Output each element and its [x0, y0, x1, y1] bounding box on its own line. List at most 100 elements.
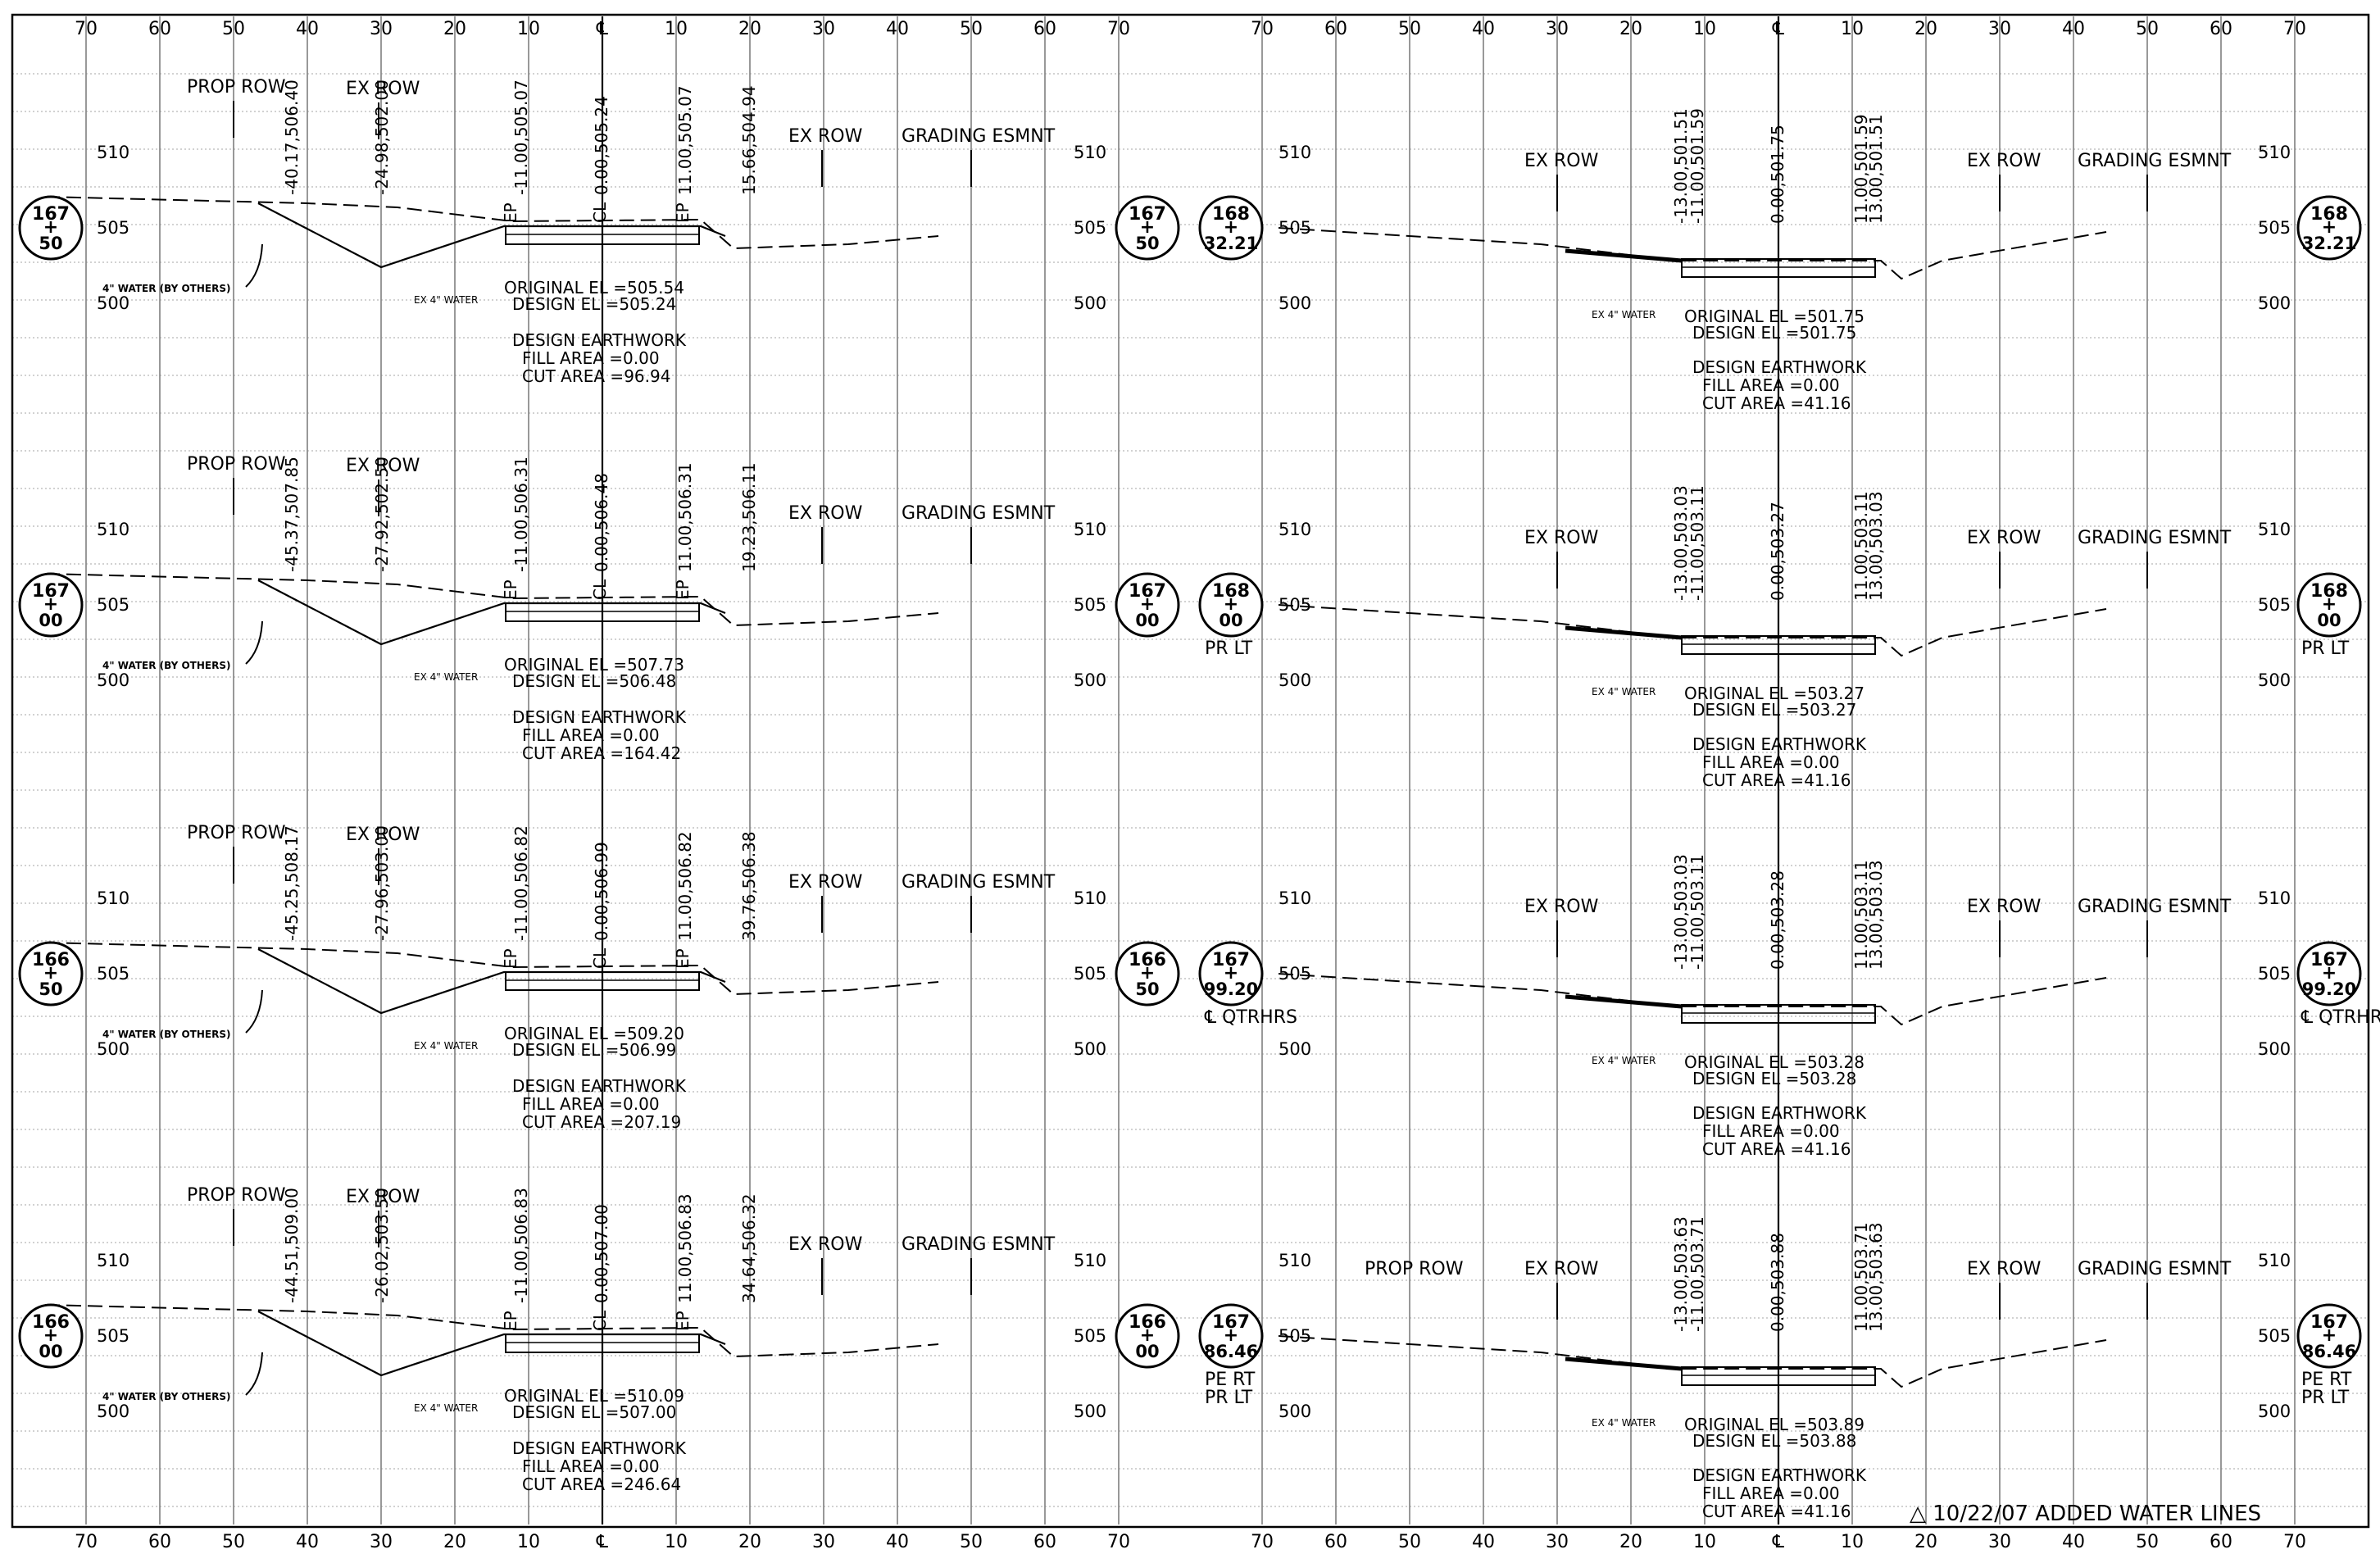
- left-axis-tick-bottom: 50: [960, 1532, 983, 1552]
- station-bottom: 00: [1135, 1342, 1159, 1361]
- left-axis-tick-top: 30: [370, 19, 393, 39]
- station-bottom: 86.46: [2302, 1342, 2356, 1361]
- station-plus: +: [1224, 963, 1238, 984]
- ex-row-label-right: EX ROW: [1967, 897, 2042, 917]
- fill-area: FILL AREA =0.00: [1702, 1121, 1840, 1141]
- water-note: 4" WATER (BY OTHERS): [102, 660, 230, 671]
- station-top: 167: [32, 581, 70, 602]
- offset-label: 39.76,506.38: [739, 831, 759, 941]
- elevation-label: 510: [1074, 143, 1106, 162]
- offset-label: 19.23,506.11: [739, 462, 759, 572]
- grading-esmnt-label: GRADING ESMNT: [902, 1234, 1056, 1255]
- station-plus: +: [1140, 217, 1155, 238]
- ex-row-label: EX ROW: [346, 79, 420, 99]
- station-bottom: 50: [1135, 234, 1159, 253]
- station-bubble-right-mirror: 168+32.21: [2296, 195, 2362, 261]
- original-el: ORIGINAL EL =503.27: [1684, 684, 1864, 703]
- grading-esmnt-label: GRADING ESMNT: [2078, 897, 2232, 917]
- station-bubble-right-mirror: 167+86.46: [2296, 1303, 2362, 1369]
- grading-esmnt-label: GRADING ESMNT: [902, 503, 1056, 524]
- grading-esmnt-label: GRADING ESMNT: [2078, 528, 2232, 548]
- ex-row-label: EX ROW: [1524, 897, 1599, 917]
- grading-esmnt-label: GRADING ESMNT: [2078, 151, 2232, 171]
- left-axis-tick-bottom: 30: [370, 1532, 393, 1552]
- elevation-label: 505: [97, 595, 129, 615]
- earthwork-title: DESIGN EARTHWORK: [1692, 1465, 1867, 1485]
- offset-label: -11.00,503.11: [1687, 485, 1707, 601]
- right-axis-tick-top: 10: [1841, 19, 1864, 39]
- station-plus: +: [2322, 1325, 2337, 1346]
- station-bottom: 00: [39, 1342, 62, 1361]
- elevation-label: 510: [2258, 520, 2291, 539]
- right-axis-tick-bottom: 30: [1546, 1532, 1569, 1552]
- offset-label: -11.00,505.07: [511, 80, 531, 195]
- original-el: ORIGINAL EL =510.09: [504, 1386, 684, 1406]
- cut-area: CUT AREA =41.16: [1702, 1502, 1851, 1521]
- original-ground-line: [44, 942, 939, 996]
- offset-label: 11.00,503.11: [1851, 491, 1871, 601]
- cut-area: CUT AREA =96.94: [522, 366, 670, 386]
- revision-note: △ 10/22/07 ADDED WATER LINES: [1910, 1502, 2261, 1526]
- cut-area: CUT AREA =41.16: [1702, 1139, 1851, 1159]
- offset-label: 34.64,506.32: [739, 1193, 759, 1303]
- station-bottom: 00: [39, 611, 62, 630]
- earthwork-title: DESIGN EARTHWORK: [512, 1076, 687, 1096]
- elevation-label: 505: [97, 218, 129, 238]
- ex-row-label-right: EX ROW: [1967, 151, 2042, 171]
- cl-label: CL: [590, 579, 610, 600]
- elevation-label: 500: [1074, 293, 1106, 313]
- station-plus: +: [43, 1325, 58, 1346]
- original-ground-line: [44, 573, 939, 627]
- station-plus: +: [2322, 963, 2337, 984]
- station-plus: +: [1224, 217, 1238, 238]
- right-axis-tick-top: 30: [1988, 19, 2011, 39]
- shoulder-line: [1565, 248, 1683, 263]
- right-axis-tick-bottom: 20: [1914, 1532, 1937, 1552]
- offset-label: -11.00,503.11: [1687, 854, 1707, 970]
- shoulder-line: [1565, 1356, 1683, 1371]
- station-note: PR LT: [1205, 638, 1253, 659]
- fill-area: FILL AREA =0.00: [1702, 375, 1840, 395]
- left-axis-tick-bottom: 20: [738, 1532, 761, 1552]
- ep-label: EP: [673, 948, 693, 969]
- ex-row-label: EX ROW: [1524, 151, 1599, 171]
- grading-esmnt-label: GRADING ESMNT: [902, 126, 1056, 147]
- ex-row-label-right: EX ROW: [1967, 1259, 2042, 1279]
- station-note-2: PR LT: [2301, 1388, 2350, 1408]
- offset-label: -13.00,503.03: [1671, 854, 1691, 970]
- station-bubble-left: 167+50: [18, 195, 84, 261]
- design-el: DESIGN EL =506.99: [512, 1040, 676, 1060]
- left-axis-tick-bottom: 60: [148, 1532, 171, 1552]
- station-bottom: 00: [2317, 611, 2341, 630]
- ex-water-note: EX 4" WATER: [414, 294, 478, 306]
- station-bubble-right: 167+99.20: [1198, 941, 1264, 1006]
- elevation-label: 500: [1279, 1039, 1311, 1059]
- left-axis-tick-top: 50: [960, 19, 983, 39]
- station-bottom: 50: [1135, 979, 1159, 999]
- left-axis-tick-bottom: ℄: [596, 1532, 609, 1552]
- ex-water-note: EX 4" WATER: [1592, 1417, 1656, 1429]
- design-section-line: [257, 202, 726, 269]
- offset-label: 13.00,503.03: [1866, 860, 1886, 970]
- design-el: DESIGN EL =503.27: [1692, 700, 1856, 720]
- elevation-label: 505: [2258, 1326, 2291, 1346]
- cut-area: CUT AREA =41.16: [1702, 770, 1851, 790]
- ep-label: EP: [673, 1311, 693, 1331]
- pavement-section: [505, 602, 700, 622]
- right-axis-tick-top: 40: [1472, 19, 1495, 39]
- station-plus: +: [1224, 1325, 1238, 1346]
- right-axis-tick-bottom: 60: [1324, 1532, 1347, 1552]
- elevation-label: 505: [97, 964, 129, 984]
- station-note: PE RT: [2301, 1370, 2352, 1390]
- station-bottom: 00: [1219, 611, 1242, 630]
- station-top: 167: [1212, 950, 1250, 970]
- shoulder-line: [1565, 994, 1683, 1009]
- elevation-label: 505: [1074, 964, 1106, 984]
- station-top: 166: [1129, 950, 1166, 970]
- shoulder-line: [1565, 625, 1683, 640]
- right-axis-tick-top: 30: [1546, 19, 1569, 39]
- left-axis-tick-bottom: 10: [517, 1532, 540, 1552]
- offset-label: -26.02,503.50: [372, 1188, 392, 1303]
- elevation-label: 500: [1074, 670, 1106, 690]
